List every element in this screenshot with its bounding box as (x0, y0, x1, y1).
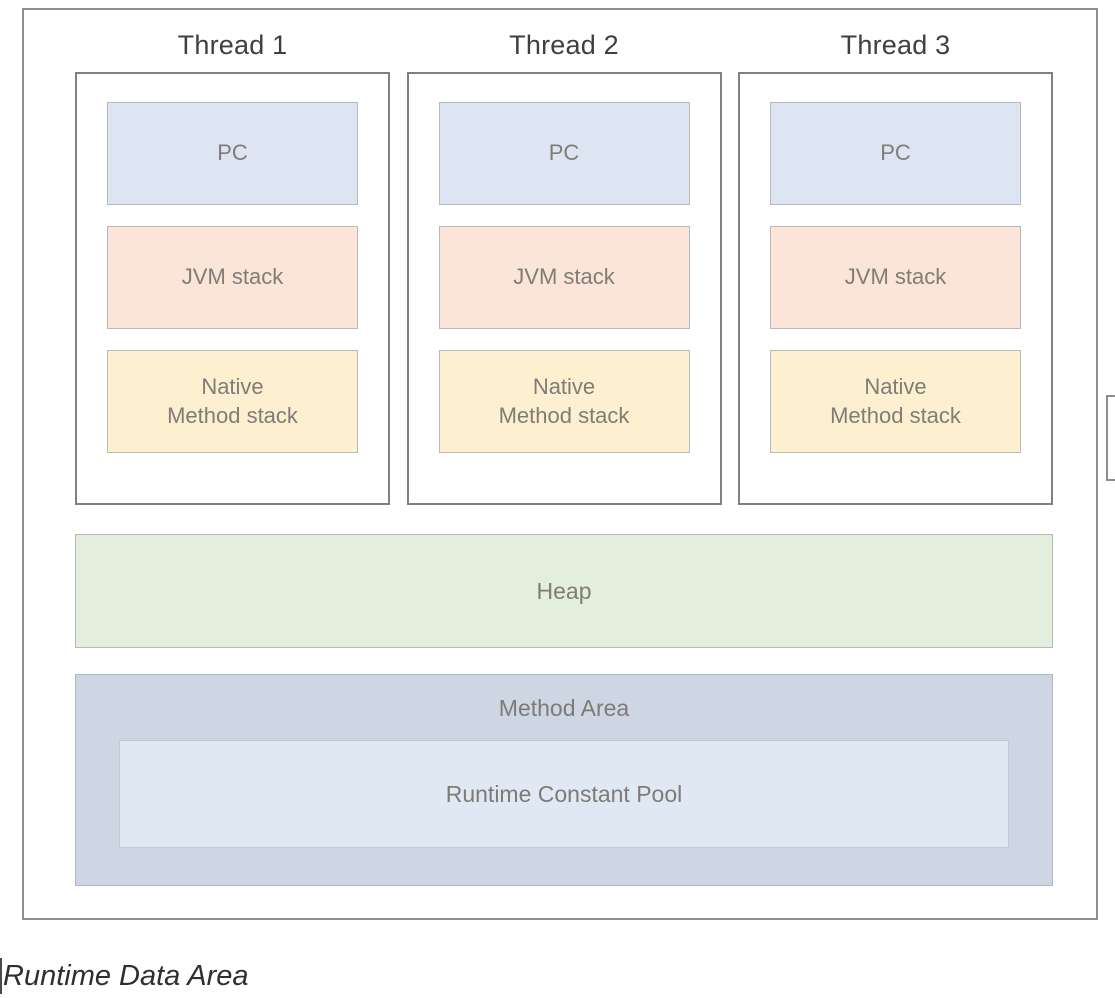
clipped-box-fragment (1106, 395, 1115, 481)
thread-3-header: Thread 3 (840, 30, 951, 60)
method-area-label: Method Area (498, 695, 630, 721)
heap-box: Heap (75, 534, 1053, 648)
thread-2-jvm-stack-box: JVM stack (438, 226, 690, 329)
thread-1-header: Thread 1 (177, 30, 288, 60)
caption-row: Runtime Data Area (0, 955, 249, 997)
thread-2-header: Thread 2 (509, 30, 619, 60)
runtime-constant-pool-box: Runtime Constant Pool (119, 740, 1009, 848)
thread-1-jvm-stack-box: JVM stack (107, 226, 358, 329)
thread-3-jvm-stack-box: JVM stack (770, 226, 1021, 329)
thread-1-pc-box: PC (107, 102, 358, 205)
thread-3-pc-box: PC (770, 102, 1021, 205)
text-cursor (0, 958, 2, 994)
method-area-box: Method Area Runtime Constant Pool (75, 674, 1053, 886)
thread-2-pc-box: PC (438, 102, 690, 205)
diagram-caption: Runtime Data Area (3, 959, 249, 992)
